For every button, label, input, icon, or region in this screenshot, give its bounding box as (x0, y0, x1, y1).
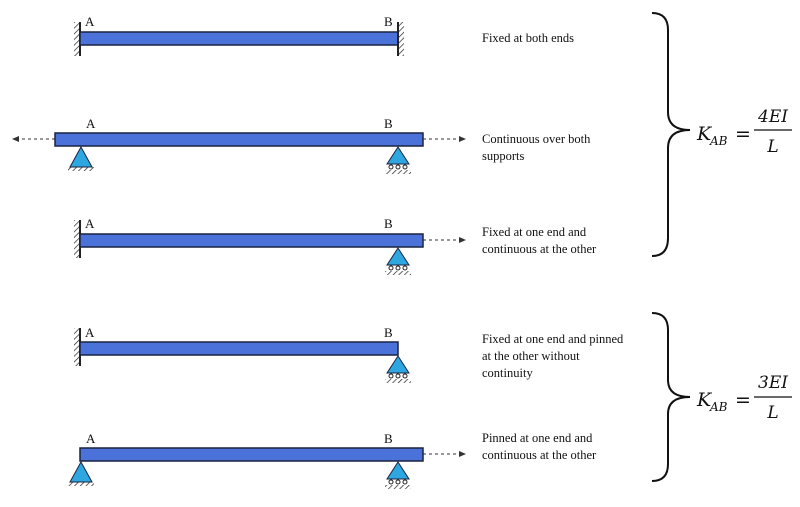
description-fixed-continuous: Fixed at one end and continuous at the o… (482, 224, 596, 258)
arrow-head-left (12, 136, 19, 142)
label-a: A (85, 14, 95, 29)
beam (79, 233, 424, 248)
description-line: continuous at the other (482, 242, 597, 256)
case-continuous-both-supports: A B (12, 116, 466, 174)
label-b: B (384, 431, 393, 446)
beam (79, 31, 399, 46)
label-b: B (384, 325, 393, 340)
description-line: Fixed at one end and (482, 225, 587, 239)
fixed-wall-left (74, 220, 81, 258)
roller-support-right (385, 146, 411, 174)
description-pinned-continuous: Pinned at one end and continuous at the … (482, 430, 596, 464)
description-fixed-pinned: Fixed at one end and pinned at the other… (482, 331, 623, 382)
fixed-wall-left (74, 328, 81, 366)
formula-subscript: AB (709, 134, 728, 148)
description-continuous-both-supports: Continuous over both supports (482, 131, 590, 165)
pin-support-left (68, 460, 94, 486)
formula-denominator: L (766, 403, 778, 423)
description-line: Pinned at one end and (482, 431, 593, 445)
label-b: B (384, 216, 393, 231)
case-pinned-continuous: A B (68, 431, 466, 489)
label-b: B (384, 116, 393, 131)
fixed-wall-right (397, 22, 404, 56)
formula-symbol: K (696, 123, 713, 145)
description-line: continuous at the other (482, 448, 597, 462)
description-fixed-both-ends: Fixed at both ends (482, 30, 574, 47)
case-fixed-both-ends: A B (74, 14, 404, 56)
formula-equals: = (735, 123, 751, 145)
formula-numerator: 4EI (757, 107, 788, 127)
formula-equals: = (735, 389, 751, 411)
label-a: A (86, 116, 96, 131)
brace-upper (651, 12, 691, 257)
case-fixed-pinned: A B (74, 325, 411, 383)
label-b: B (384, 14, 393, 29)
formula-4ei: K AB = 4EI L (696, 107, 792, 157)
roller-support-right (385, 461, 411, 489)
beam (54, 132, 424, 147)
label-a: A (86, 431, 96, 446)
description-line: Continuous over both (482, 132, 591, 146)
description-line: supports (482, 149, 525, 163)
pin-support-left (68, 145, 94, 171)
formula-denominator: L (766, 137, 778, 157)
description-line: Fixed at both ends (482, 31, 575, 45)
fixed-wall-left (74, 22, 81, 56)
formula-numerator: 3EI (758, 373, 788, 393)
formula-subscript: AB (709, 400, 728, 414)
label-a: A (85, 216, 95, 231)
arrow-head-right (459, 237, 466, 243)
formula-3ei: K AB = 3EI L (696, 373, 792, 423)
description-line: Fixed at one end and pinned (482, 332, 624, 346)
roller-support-right (385, 247, 411, 275)
case-fixed-continuous: A B (74, 216, 466, 275)
arrow-head-right (459, 451, 466, 457)
description-line: continuity (482, 366, 533, 380)
formula-symbol: K (696, 389, 713, 411)
beam (79, 447, 424, 462)
brace-lower (651, 312, 691, 482)
description-line: at the other without (482, 349, 580, 363)
roller-support-right (385, 355, 411, 383)
beam (79, 341, 399, 356)
label-a: A (85, 325, 95, 340)
arrow-head-right (459, 136, 466, 142)
